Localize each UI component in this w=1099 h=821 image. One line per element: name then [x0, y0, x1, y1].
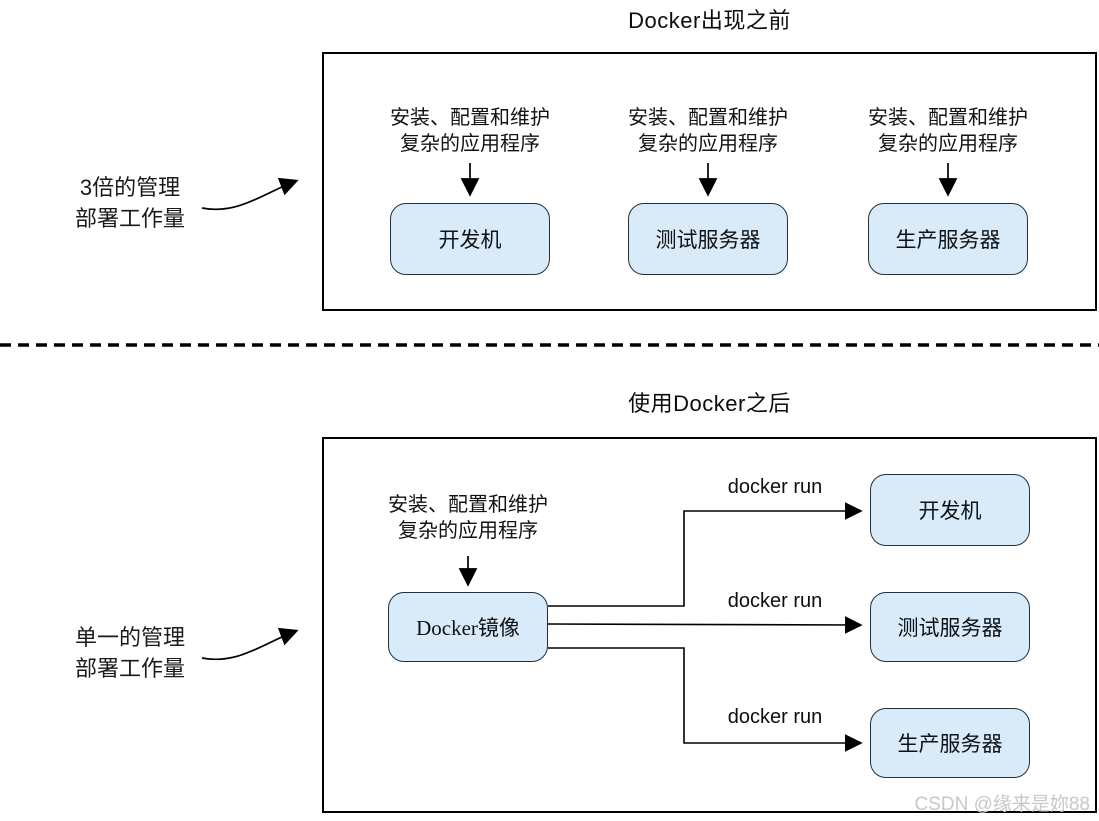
before-annotation-dev: 安装、配置和维护 复杂的应用程序 — [350, 105, 590, 157]
after-section-panel — [322, 437, 1097, 813]
before-side-label-line2: 部署工作量 — [74, 206, 185, 231]
node-label: 生产服务器 — [895, 228, 1001, 252]
after-side-label-line1: 单一的管理 — [74, 625, 185, 650]
node-label: 测试服务器 — [897, 616, 1003, 640]
node-label: 测试服务器 — [655, 228, 761, 252]
node-label: 开发机 — [438, 228, 502, 252]
annotation-line1: 安装、配置和维护 — [628, 107, 788, 129]
node-prod-server: 生产服务器 — [868, 203, 1028, 275]
edge-label-docker-run-1: docker run — [727, 476, 823, 498]
watermark-text: CSDN @缘来是妳88 — [914, 794, 1090, 815]
node-docker-image: Docker镜像 — [388, 592, 548, 662]
before-side-label-line1: 3倍的管理 — [79, 175, 181, 200]
node-label: Docker镜像 — [416, 616, 520, 640]
before-side-label: 3倍的管理 部署工作量 — [40, 172, 220, 234]
annotation-line1: 安装、配置和维护 — [868, 107, 1028, 129]
before-annotation-test: 安装、配置和维护 复杂的应用程序 — [588, 105, 828, 157]
node-dev-machine-after: 开发机 — [870, 474, 1030, 546]
annotation-line2: 复杂的应用程序 — [638, 133, 778, 155]
before-section-panel — [322, 52, 1097, 311]
annotation-line2: 复杂的应用程序 — [398, 520, 538, 542]
node-test-server-after: 测试服务器 — [870, 592, 1030, 662]
annotation-line2: 复杂的应用程序 — [400, 133, 540, 155]
node-prod-server-after: 生产服务器 — [870, 708, 1030, 778]
after-side-label: 单一的管理 部署工作量 — [40, 622, 220, 684]
annotation-line1: 安装、配置和维护 — [390, 107, 550, 129]
before-annotation-prod: 安装、配置和维护 复杂的应用程序 — [828, 105, 1068, 157]
node-label: 开发机 — [918, 499, 982, 523]
after-annotation: 安装、配置和维护 复杂的应用程序 — [348, 492, 588, 544]
edge-label-docker-run-2: docker run — [727, 590, 823, 612]
after-side-label-line2: 部署工作量 — [74, 656, 185, 681]
before-section-title: Docker出现之前 — [628, 8, 791, 33]
edge-label-docker-run-3: docker run — [727, 706, 823, 728]
node-dev-machine: 开发机 — [390, 203, 550, 275]
node-test-server: 测试服务器 — [628, 203, 788, 275]
annotation-line2: 复杂的应用程序 — [878, 133, 1018, 155]
after-section-title: 使用Docker之后 — [628, 391, 791, 416]
node-label: 生产服务器 — [897, 732, 1003, 756]
annotation-line1: 安装、配置和维护 — [388, 494, 548, 516]
